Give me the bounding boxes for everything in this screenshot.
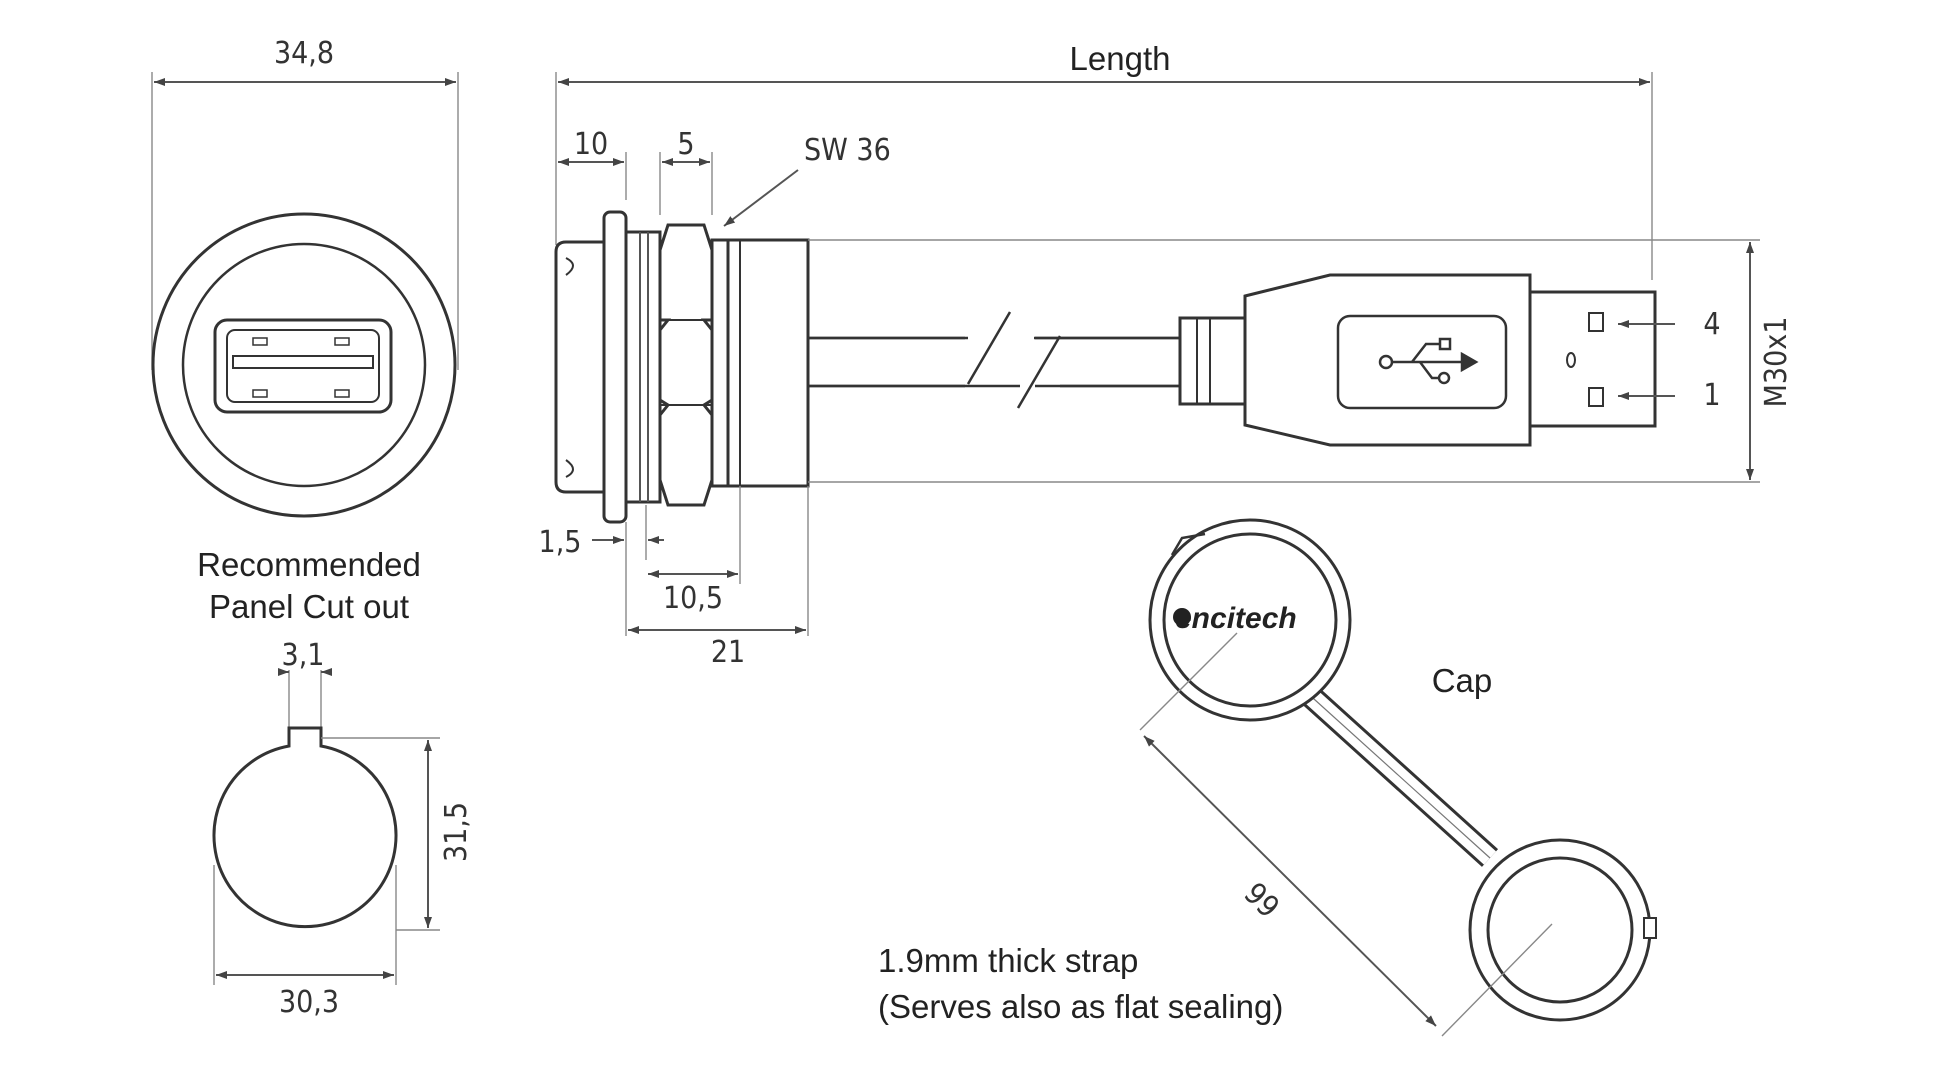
cutout-width-label: 30,3 (279, 985, 339, 1020)
body-length-label: 21 (711, 635, 745, 670)
washer (710, 238, 730, 488)
gap-label: 1,5 (539, 525, 582, 560)
usb-a-tongue (232, 355, 374, 369)
flange-cap (554, 240, 606, 494)
front-view: 34,8 Recommended Panel Cut out (151, 36, 459, 625)
strap-note-line1: 1.9mm thick strap (878, 942, 1138, 979)
usb-a-socket-inner (226, 329, 380, 403)
housing (726, 238, 810, 488)
thread (624, 230, 662, 504)
plug-contact-1 (1588, 387, 1604, 407)
pin4-label: 4 (1703, 307, 1720, 342)
key-width-label: 3,1 (282, 638, 325, 673)
nut-label: 5 (677, 127, 694, 162)
brand-logo-text: encitech (1175, 602, 1297, 635)
length-label: Length (1070, 40, 1171, 77)
cap-drawing: encitech 66 Cap (1139, 518, 1657, 1037)
side-view: Length 10 5 SW 36 (539, 40, 1794, 670)
wrench-label: SW 36 (804, 133, 891, 168)
strap-note-line2: (Serves also as flat sealing) (878, 988, 1283, 1025)
thread-label: M30x1 (1759, 317, 1794, 408)
usb-icon (1378, 337, 1479, 385)
plug-contact-4 (1588, 312, 1604, 332)
pin1-label: 1 (1703, 378, 1720, 413)
flange-label: 10 (574, 127, 608, 162)
strain-relief (1178, 316, 1247, 406)
thread-length-label: 10,5 (663, 581, 723, 616)
panel-cutout: 3,1 31,5 30,3 (212, 638, 474, 1020)
cutout-caption-line2: Panel Cut out (209, 588, 409, 625)
hex-nut (658, 223, 714, 507)
socket-latch (334, 389, 350, 398)
flange (602, 210, 628, 524)
cutout-shape (212, 726, 398, 929)
front-inner-ring (181, 242, 427, 488)
strap-length-label: 66 (1239, 874, 1288, 923)
socket-latch (334, 337, 350, 346)
brand-logo-dot (1173, 608, 1191, 626)
cutout-caption-line1: Recommended (197, 546, 421, 583)
socket-latch (252, 337, 268, 346)
cap-label: Cap (1432, 662, 1493, 699)
cutout-height-label: 31,5 (439, 802, 474, 862)
front-diameter-label: 34,8 (274, 36, 334, 71)
socket-latch (252, 389, 268, 398)
